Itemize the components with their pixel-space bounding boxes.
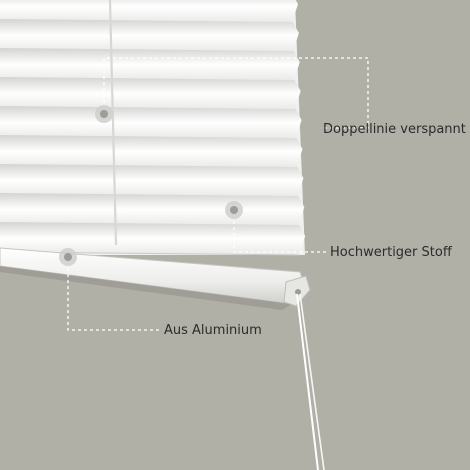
pull-cord-right: [299, 293, 325, 470]
callout-dot-double-line: [95, 105, 113, 123]
pleat: [0, 77, 301, 110]
callout-label-fabric: Hochwertiger Stoff: [330, 245, 452, 260]
blind-pleats: [0, 0, 306, 256]
rail-cap-hole: [295, 289, 301, 295]
pleat: [0, 164, 304, 197]
callout-dot-fabric: [225, 201, 243, 219]
callout-dot-aluminium: [59, 248, 77, 266]
pleat: [0, 222, 306, 255]
callout-line-aluminium: [67, 268, 160, 331]
pleat: [0, 19, 299, 52]
pleat: [0, 135, 303, 168]
callout-line-fabric: [233, 221, 326, 253]
callout-line-double-line: [103, 57, 369, 129]
pull-cord-left: [296, 293, 319, 470]
pleat: [0, 0, 298, 23]
pleat: [0, 48, 300, 81]
callout-label-aluminium: Aus Aluminium: [164, 323, 262, 338]
tension-cord: [108, 0, 118, 246]
callout-label-double-line: Doppellinie verspannt: [323, 122, 466, 137]
pleat: [0, 106, 302, 139]
pleat: [0, 193, 305, 226]
bottom-rail-shadow: [0, 266, 292, 310]
